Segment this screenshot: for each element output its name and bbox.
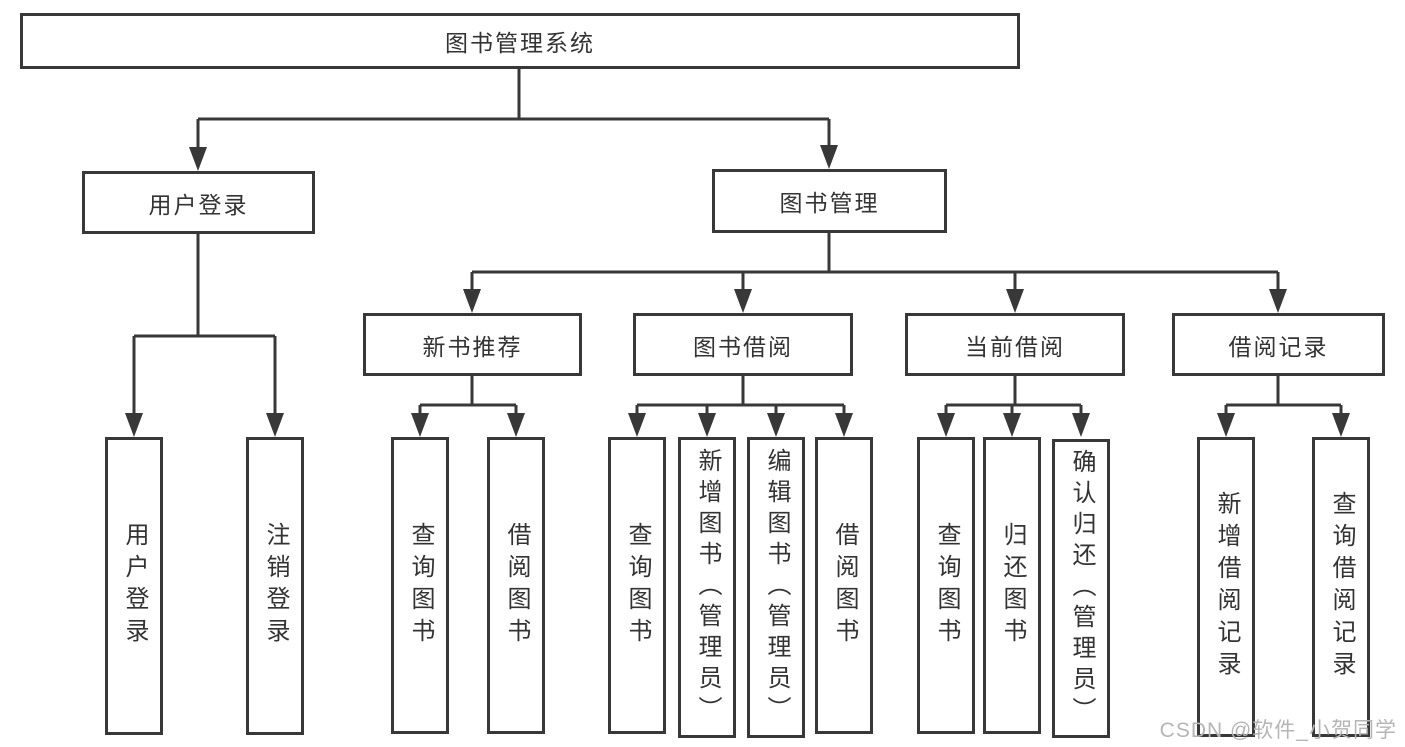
leaf-borrow-books-borrowing-label: 借阅图书 [831, 521, 858, 650]
leaf-borrow-books-recommend-label: 借阅图书 [503, 521, 530, 650]
leaf-query-books-current-label: 查询图书 [933, 521, 960, 650]
leaf-user-login: 用户登录 [105, 437, 163, 735]
node-book-management: 图书管理 [712, 169, 947, 233]
leaf-borrow-books-recommend: 借阅图书 [487, 437, 545, 734]
leaf-query-books-borrowing: 查询图书 [608, 437, 666, 734]
node-new-book-recommend: 新书推荐 [363, 313, 582, 376]
leaf-query-books-current: 查询图书 [917, 437, 975, 734]
leaf-confirm-return-admin-label: 确认归还（管理员） [1068, 449, 1095, 728]
node-user-login-label: 用户登录 [148, 191, 249, 218]
leaf-logout: 注销登录 [246, 437, 304, 735]
leaf-edit-books-admin-label: 编辑图书（管理员） [763, 448, 790, 727]
node-user-login: 用户登录 [82, 171, 315, 234]
leaf-query-borrow-record-label: 查询借阅记录 [1328, 491, 1355, 683]
node-borrowing-records: 借阅记录 [1172, 313, 1385, 376]
leaf-add-books-admin-label: 新增图书（管理员） [694, 448, 721, 727]
leaf-query-books-recommend-label: 查询图书 [407, 521, 434, 650]
node-book-management-label: 图书管理 [779, 190, 880, 216]
leaf-confirm-return-admin: 确认归还（管理员） [1052, 439, 1110, 738]
leaf-query-books-recommend: 查询图书 [391, 437, 449, 734]
leaf-logout-label: 注销登录 [262, 522, 289, 650]
leaf-user-login-label: 用户登录 [121, 522, 148, 650]
leaf-borrow-books-borrowing: 借阅图书 [815, 437, 873, 734]
leaf-edit-books-admin: 编辑图书（管理员） [747, 437, 805, 738]
node-root-label: 图书管理系统 [445, 30, 595, 56]
node-borrowing-records-label: 借阅记录 [1228, 333, 1329, 360]
leaf-add-borrow-record-label: 新增借阅记录 [1213, 491, 1240, 683]
leaf-query-books-borrowing-label: 查询图书 [624, 521, 651, 650]
leaf-add-books-admin: 新增图书（管理员） [678, 437, 736, 738]
leaf-query-borrow-record: 查询借阅记录 [1312, 437, 1370, 737]
leaf-add-borrow-record: 新增借阅记录 [1197, 437, 1255, 737]
node-new-book-recommend-label: 新书推荐 [422, 333, 523, 360]
node-current-borrowing-label: 当前借阅 [965, 333, 1065, 360]
node-book-borrowing-label: 图书借阅 [693, 333, 793, 360]
csdn-watermark: CSDN @软件_小贺同学 [1159, 719, 1397, 742]
node-current-borrowing: 当前借阅 [905, 313, 1125, 376]
node-root-system: 图书管理系统 [20, 13, 1020, 69]
leaf-return-books: 归还图书 [983, 437, 1041, 734]
leaf-return-books-label: 归还图书 [999, 521, 1026, 650]
node-book-borrowing: 图书借阅 [633, 313, 853, 376]
